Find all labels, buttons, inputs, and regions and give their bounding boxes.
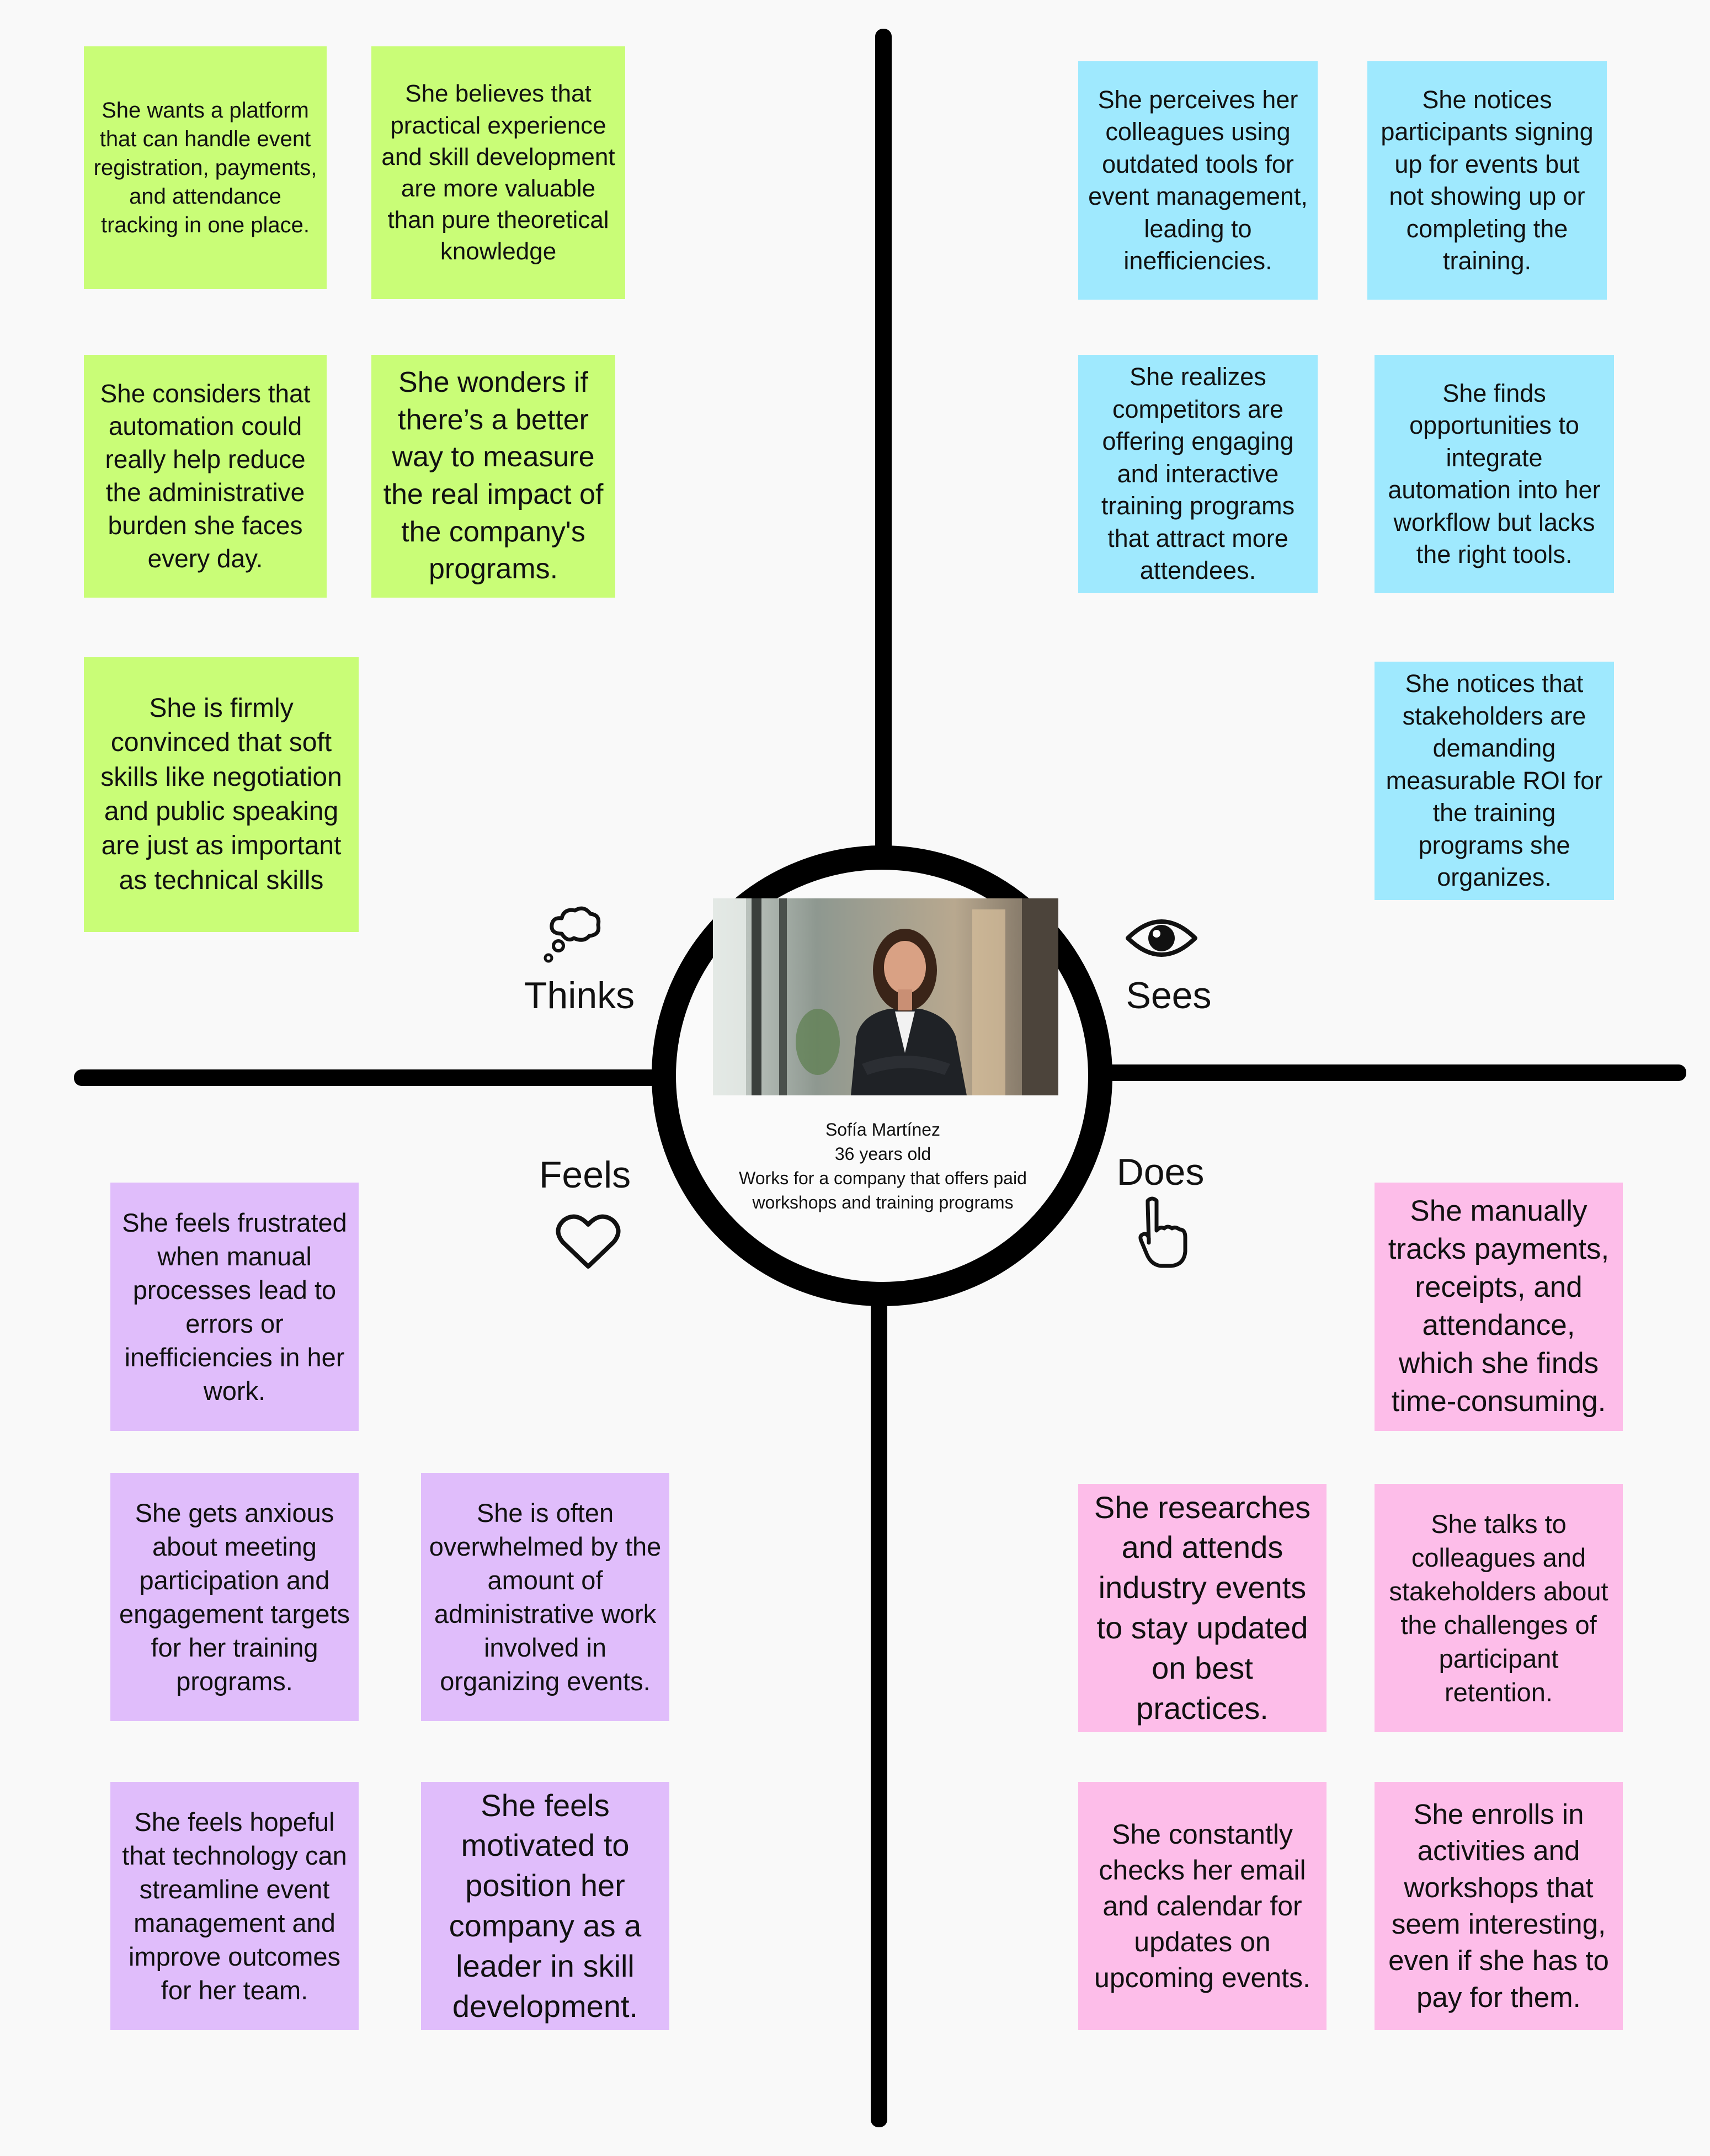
feels-note-1: She feels frustrated when manual process…	[110, 1183, 359, 1431]
feels-note-4-text: She feels hopeful that technology can st…	[122, 1807, 347, 2005]
does-label: Does	[1116, 1151, 1205, 1193]
does-note-1: She manually tracks payments, receipts, …	[1375, 1183, 1623, 1431]
persona-photo	[713, 898, 1058, 1095]
does-note-2-text: She researches and attends industry even…	[1094, 1489, 1311, 1726]
thinks-note-3: She considers that automation could real…	[84, 355, 327, 598]
does-note-4: She constantly checks her email and cale…	[1078, 1782, 1327, 2030]
thinks-note-3-text: She considers that automation could real…	[100, 379, 311, 573]
horizontal-axis-left	[74, 1069, 664, 1086]
sees-note-5-text: She notices that stakeholders are demand…	[1386, 669, 1603, 892]
horizontal-axis-right	[1100, 1064, 1686, 1081]
thinks-note-2-text: She believes that practical experience a…	[381, 80, 615, 265]
thinks-note-1-text: She wants a platform that can handle eve…	[93, 98, 317, 237]
sees-note-2: She notices participants signing up for …	[1367, 61, 1607, 300]
feels-note-3: She is often overwhelmed by the amount o…	[421, 1473, 669, 1721]
sees-note-3: She realizes competitors are offering en…	[1078, 355, 1318, 593]
sees-note-5: She notices that stakeholders are demand…	[1375, 662, 1614, 900]
thinks-note-1: She wants a platform that can handle eve…	[84, 46, 327, 289]
eye-icon	[1125, 915, 1198, 964]
sees-label: Sees	[1126, 975, 1212, 1016]
thinks-note-5-text: She is firmly convinced that soft skills…	[100, 693, 342, 895]
sees-note-4: She finds opportunities to integrate aut…	[1375, 355, 1614, 593]
does-note-5-text: She enrolls in activities and workshops …	[1388, 1798, 1609, 2013]
feels-note-2-text: She gets anxious about meeting participa…	[119, 1498, 350, 1696]
does-note-3-text: She talks to colleagues and stakeholders…	[1389, 1509, 1608, 1707]
does-note-2: She researches and attends industry even…	[1078, 1484, 1327, 1732]
thinks-note-4-text: She wonders if there’s a better way to m…	[383, 366, 604, 585]
feels-note-4: She feels hopeful that technology can st…	[110, 1782, 359, 2030]
feels-note-5-text: She feels motivated to position her comp…	[449, 1787, 642, 2024]
persona-photo-image	[713, 898, 1058, 1095]
feels-note-1-text: She feels frustrated when manual process…	[122, 1207, 347, 1406]
persona-description: Works for a company that offers paid wor…	[739, 1168, 1027, 1213]
sees-note-2-text: She notices participants signing up for …	[1381, 85, 1594, 275]
thinks-note-4: She wonders if there’s a better way to m…	[371, 355, 615, 598]
heart-icon	[555, 1211, 621, 1274]
persona-name: Sofía Martínez	[825, 1120, 941, 1140]
does-note-5: She enrolls in activities and workshops …	[1375, 1782, 1623, 2030]
persona-info: Sofía Martínez 36 years old Works for a …	[728, 1117, 1037, 1215]
sees-note-1-text: She perceives her colleagues using outda…	[1088, 85, 1308, 275]
persona-age: 36 years old	[834, 1144, 931, 1164]
thinks-note-5: She is firmly convinced that soft skills…	[84, 657, 359, 932]
vertical-axis-bottom	[871, 1291, 887, 2127]
thinks-label: Thinks	[524, 975, 635, 1016]
feels-note-5: She feels motivated to position her comp…	[421, 1782, 669, 2030]
feels-note-3-text: She is often overwhelmed by the amount o…	[429, 1498, 662, 1696]
does-note-1-text: She manually tracks payments, receipts, …	[1388, 1195, 1610, 1418]
does-note-3: She talks to colleagues and stakeholders…	[1375, 1484, 1623, 1732]
vertical-axis-top	[875, 29, 892, 856]
feels-note-2: She gets anxious about meeting participa…	[110, 1473, 359, 1721]
sees-note-1: She perceives her colleagues using outda…	[1078, 61, 1318, 300]
sees-note-3-text: She realizes competitors are offering en…	[1101, 363, 1295, 585]
thought-bubble-icon	[540, 901, 606, 970]
does-note-4-text: She constantly checks her email and cale…	[1094, 1818, 1311, 1993]
pointing-hand-icon	[1137, 1196, 1192, 1271]
sees-note-4-text: She finds opportunities to integrate aut…	[1388, 379, 1601, 569]
thinks-note-2: She believes that practical experience a…	[371, 46, 625, 299]
feels-label: Feels	[539, 1154, 631, 1196]
